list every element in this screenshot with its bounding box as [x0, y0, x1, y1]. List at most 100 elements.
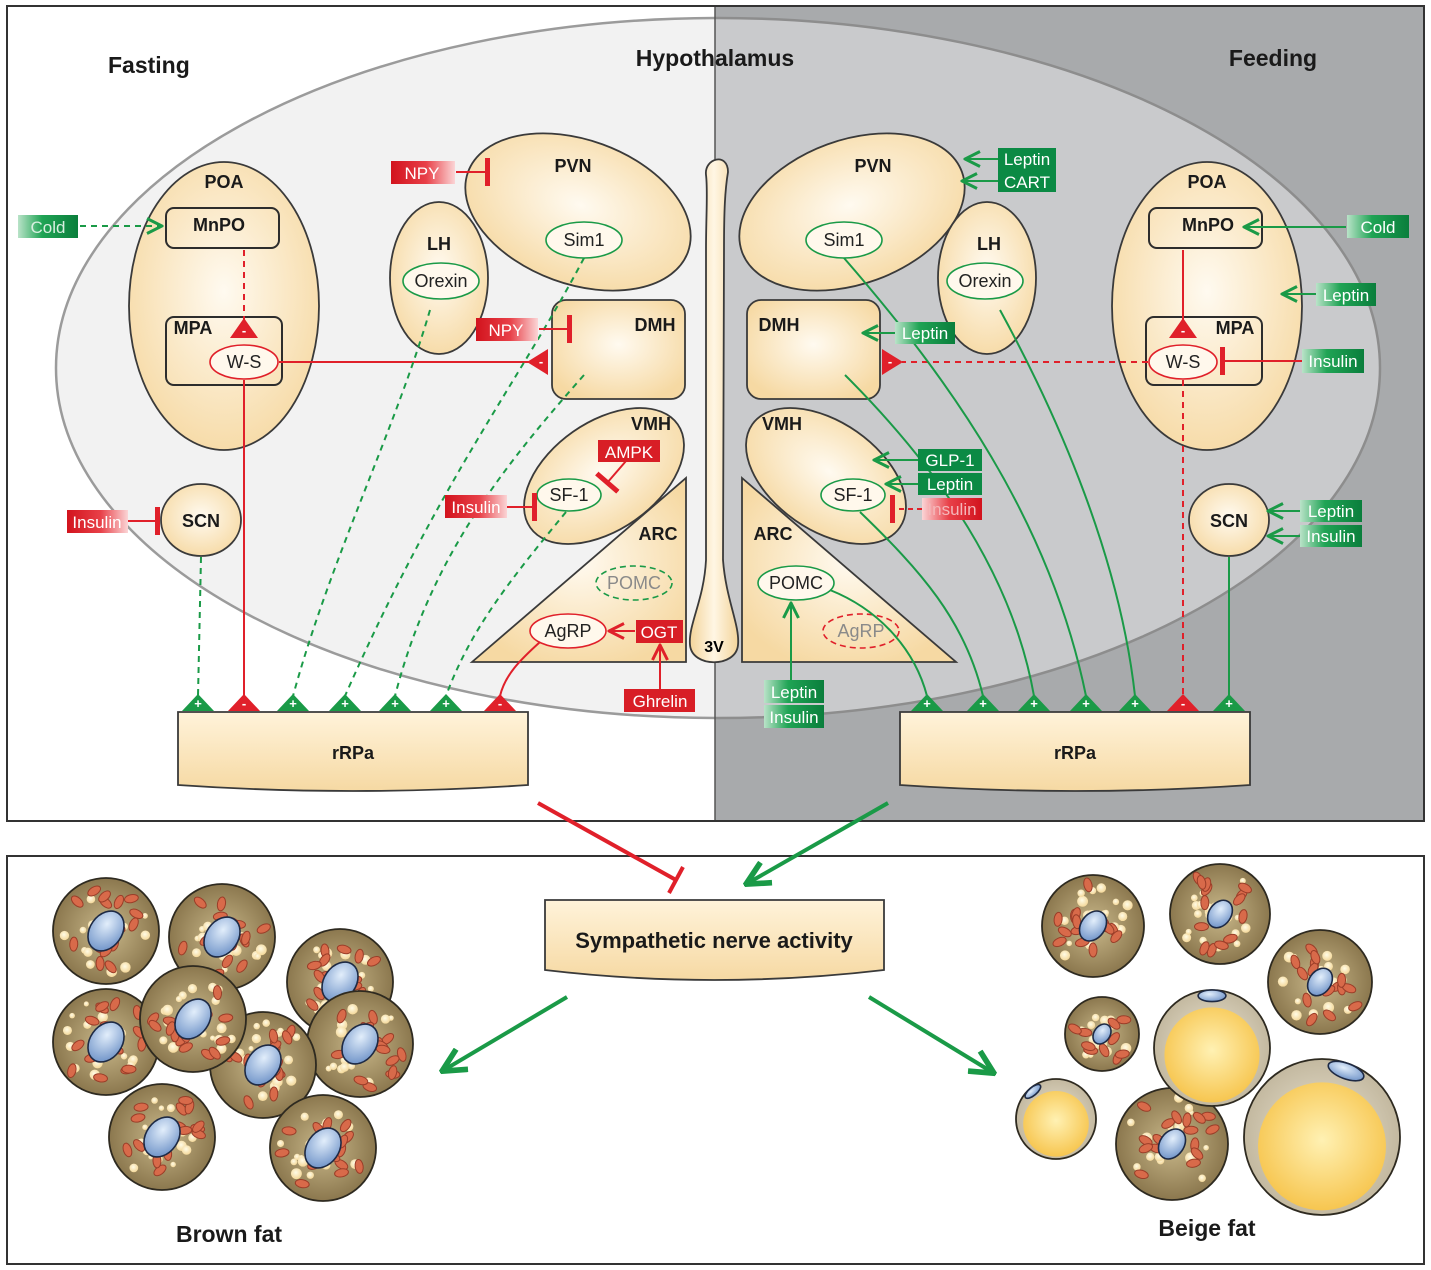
fasting-orexin	[402, 262, 480, 300]
lipid-droplet	[1194, 910, 1202, 918]
svg-text:Leptin: Leptin	[927, 475, 973, 494]
svg-text:OGT: OGT	[641, 623, 678, 642]
mitochondrion	[71, 1039, 85, 1052]
svg-text:+: +	[979, 696, 987, 711]
lipid-droplet	[170, 1161, 176, 1168]
adipocyte	[1153, 989, 1271, 1107]
lipid-droplet	[83, 947, 93, 957]
svg-text:+: +	[341, 696, 349, 711]
feeding-input-sim1: +	[1070, 694, 1102, 711]
fasting-input-agrp: -	[484, 694, 516, 711]
feeding-poa: POA MnPO MPA W-S	[1111, 161, 1303, 451]
lipid-droplet	[175, 995, 183, 1003]
feeding-pomc-rrpa	[829, 589, 928, 697]
mitochondrion	[1348, 1001, 1363, 1012]
feeding-stimulate-sna-arrow	[748, 801, 889, 883]
lipid-droplet	[1322, 950, 1333, 961]
mitochondrion	[306, 998, 319, 1011]
feeding-input-ws: -	[1167, 694, 1199, 711]
svg-text:LH: LH	[427, 234, 451, 254]
cell-nucleus	[1024, 1083, 1042, 1100]
svg-text:W-S: W-S	[227, 352, 262, 372]
fasting-tag-npy-dmh: NPY	[476, 318, 538, 341]
svg-text:Orexin: Orexin	[414, 271, 467, 291]
lipid-droplet	[210, 1035, 216, 1041]
svg-text:-: -	[242, 696, 246, 711]
cell-nucleus	[203, 916, 241, 958]
feeding-sf1-rrpa	[859, 511, 984, 697]
mitochondrion	[193, 896, 207, 909]
lipid-droplet	[1198, 1174, 1206, 1182]
mitochondrion	[1233, 893, 1246, 906]
feeding-tag-insulin-vmh: Insulin	[922, 498, 982, 520]
mitochondrion	[1053, 911, 1063, 927]
lipid-droplet	[69, 1012, 75, 1019]
mitochondrion	[192, 1120, 205, 1133]
lipid-droplet	[1239, 877, 1246, 884]
lipid-droplet	[142, 912, 148, 919]
svg-text:Leptin: Leptin	[1004, 150, 1050, 169]
lipid-droplet	[192, 948, 201, 958]
cell-nucleus	[87, 910, 125, 952]
feeding-tag-leptin-scn: Leptin	[1300, 500, 1362, 522]
lipid-droplet	[216, 1023, 227, 1034]
feeding-tag-leptin-arc: Leptin	[764, 680, 824, 703]
mitochondrion	[306, 960, 322, 971]
feeding-input-sf1: +	[967, 694, 999, 711]
lipid-droplet	[216, 1043, 227, 1054]
fasting-tag-insulin-vmh: Insulin	[445, 495, 507, 518]
svg-text:rRPa: rRPa	[1054, 743, 1097, 763]
mitochondrion	[70, 895, 84, 908]
feeding-scn: SCN	[1188, 483, 1270, 557]
adipocyte	[108, 1083, 216, 1191]
mitochondrion	[243, 1095, 254, 1110]
lipid-droplet	[1112, 898, 1120, 906]
fasting-tag-ampk: AMPK	[598, 440, 660, 462]
fasting-mpa	[165, 316, 283, 386]
lipid-droplet	[262, 1019, 270, 1027]
svg-text:ARC: ARC	[639, 524, 678, 544]
fasting-tag-npy-pvn: NPY	[391, 161, 455, 184]
mitochondrion	[1068, 1023, 1082, 1035]
mitochondrion	[1116, 1015, 1132, 1025]
feeding-dmh: DMH	[746, 299, 881, 400]
hypothalamus-title: Hypothalamus	[636, 45, 794, 71]
feeding-orexin	[946, 262, 1024, 300]
feeding-orexin-rrpa	[999, 309, 1136, 697]
feeding-rrpa-inputs: + + + + + - +	[911, 694, 1245, 711]
cell-nucleus	[244, 1044, 282, 1086]
lipid-droplet	[333, 1110, 343, 1120]
svg-text:Insulin: Insulin	[927, 500, 976, 519]
svg-text:SF-1: SF-1	[833, 485, 872, 505]
lipid-droplet	[140, 930, 151, 940]
mitochondrion	[216, 896, 227, 912]
lipid-droplet	[254, 953, 261, 960]
mitochondrion	[1110, 930, 1123, 943]
mitochondrion	[1200, 895, 1210, 911]
mitochondrion	[1302, 992, 1312, 1008]
fasting-scn-rrpa	[197, 556, 202, 697]
mitochondrion	[1138, 1143, 1154, 1154]
mitochondrion	[1194, 922, 1210, 932]
lipid-droplet	[1164, 1007, 1260, 1103]
brown-fat-label: Brown fat	[176, 1221, 282, 1247]
svg-text:Insulin: Insulin	[451, 498, 500, 517]
mitochondrion	[95, 955, 105, 971]
lipid-droplet	[1077, 889, 1085, 897]
feeding-input-dmh: +	[1018, 694, 1050, 711]
svg-text:W-S: W-S	[1166, 352, 1201, 372]
lipid-droplet	[79, 926, 87, 934]
mitochondrion	[113, 894, 125, 910]
svg-text:MPA: MPA	[1216, 318, 1255, 338]
fasting-title: Fasting	[108, 52, 190, 78]
lipid-droplet	[83, 1001, 89, 1007]
feeding-mpa	[1145, 316, 1263, 386]
lipid-droplet	[1077, 895, 1089, 907]
svg-text:+: +	[1225, 696, 1233, 711]
svg-text:CART: CART	[1004, 173, 1050, 192]
svg-text:SCN: SCN	[182, 511, 220, 531]
adipose-panel: Sympathetic nerve activity Brown fat Bei…	[6, 801, 1425, 1265]
svg-text:POMC: POMC	[769, 573, 823, 593]
svg-text:AgRP: AgRP	[837, 621, 884, 641]
